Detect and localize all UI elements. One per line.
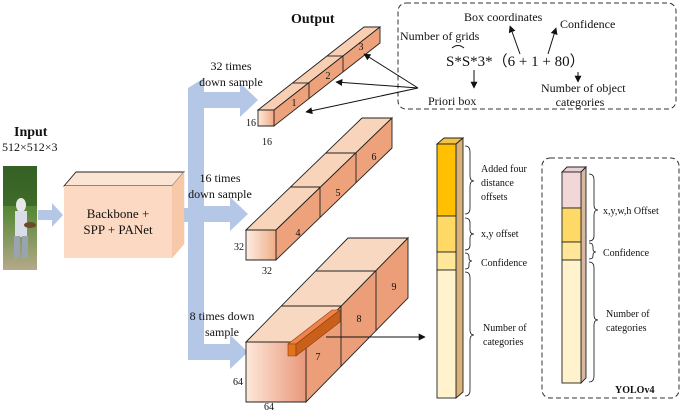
backbone-label-2: SPP + PANet bbox=[83, 222, 153, 237]
flow-arrows bbox=[38, 78, 258, 369]
cell-4: 4 bbox=[296, 228, 301, 239]
grid-32-cube bbox=[244, 116, 394, 262]
grid-16-cube bbox=[256, 26, 382, 127]
yolov4-categories-1: Number of bbox=[606, 309, 650, 320]
formula-num-categories-2: categories bbox=[556, 95, 605, 109]
scale-32-label-2: down sample bbox=[199, 75, 263, 89]
bar-offsets-2: distance bbox=[481, 178, 514, 189]
cell-3: 3 bbox=[359, 42, 364, 53]
scale-8-label-2: sample bbox=[205, 325, 239, 339]
yolov4-box bbox=[541, 157, 680, 399]
formula-box bbox=[397, 2, 677, 110]
grid-64-cube bbox=[244, 236, 410, 404]
cell-7: 7 bbox=[316, 352, 321, 363]
bar-categories-1: Number of bbox=[483, 323, 527, 334]
detail-bar-braces bbox=[464, 145, 475, 397]
input-image bbox=[3, 166, 37, 270]
scale-32-label-1: 32 times bbox=[211, 59, 252, 73]
output-title: Output bbox=[291, 12, 335, 27]
cell-5: 5 bbox=[336, 188, 341, 199]
yolov4-confidence: Confidence bbox=[603, 248, 650, 259]
formula-confidence: Confidence bbox=[560, 17, 615, 31]
grid-64-bottom: 64 bbox=[264, 402, 274, 412]
detail-bar bbox=[435, 137, 465, 399]
backbone-label-1: Backbone + bbox=[87, 206, 150, 221]
formula-arrows bbox=[305, 25, 582, 115]
grid-16-bottom: 16 bbox=[262, 137, 272, 148]
yolov4-bar bbox=[560, 165, 588, 385]
yolov4-xywh-offset: x,y,w,h Offset bbox=[603, 206, 659, 217]
input-size: 512×512×3 bbox=[2, 140, 58, 154]
bar-confidence: Confidence bbox=[481, 258, 528, 269]
scale-8-label-1: 8 times down bbox=[190, 309, 255, 323]
grid-16-side: 16 bbox=[246, 118, 256, 129]
bar-offsets-3: offsets bbox=[481, 192, 508, 203]
cell-2: 2 bbox=[326, 71, 331, 82]
backbone-block: Backbone + SPP + PANet bbox=[63, 171, 185, 259]
bar-categories-2: categories bbox=[483, 337, 524, 348]
formula-box-coordinates: Box coordinates bbox=[464, 10, 543, 24]
bar-xy-offset: x,y offset bbox=[481, 229, 519, 240]
bar-offsets-1: Added four bbox=[481, 164, 527, 175]
formula-priori-box: Priori box bbox=[428, 94, 476, 108]
scale-16-label-1: 16 times bbox=[200, 171, 241, 185]
formula-num-categories-1: Number of object bbox=[541, 81, 626, 95]
formula-number-of-grids: Number of grids bbox=[400, 29, 480, 43]
scale-16-label-2: down sample bbox=[188, 187, 252, 201]
cell-1: 1 bbox=[292, 98, 297, 109]
cell-6: 6 bbox=[372, 152, 377, 163]
input-title: Input bbox=[14, 125, 48, 140]
cell-8: 8 bbox=[357, 314, 362, 325]
grid-64-side: 64 bbox=[233, 377, 243, 388]
cell-9: 9 bbox=[392, 282, 397, 293]
grid-32-side: 32 bbox=[234, 242, 244, 253]
yolov4-categories-2: categories bbox=[606, 323, 647, 334]
yolov4-bar-braces bbox=[588, 173, 599, 383]
formula-expression: S*S*3*（6 + 1 + 80） bbox=[446, 53, 585, 70]
yolov4-title: YOLOv4 bbox=[615, 385, 654, 396]
grid-32-bottom: 32 bbox=[262, 266, 272, 277]
